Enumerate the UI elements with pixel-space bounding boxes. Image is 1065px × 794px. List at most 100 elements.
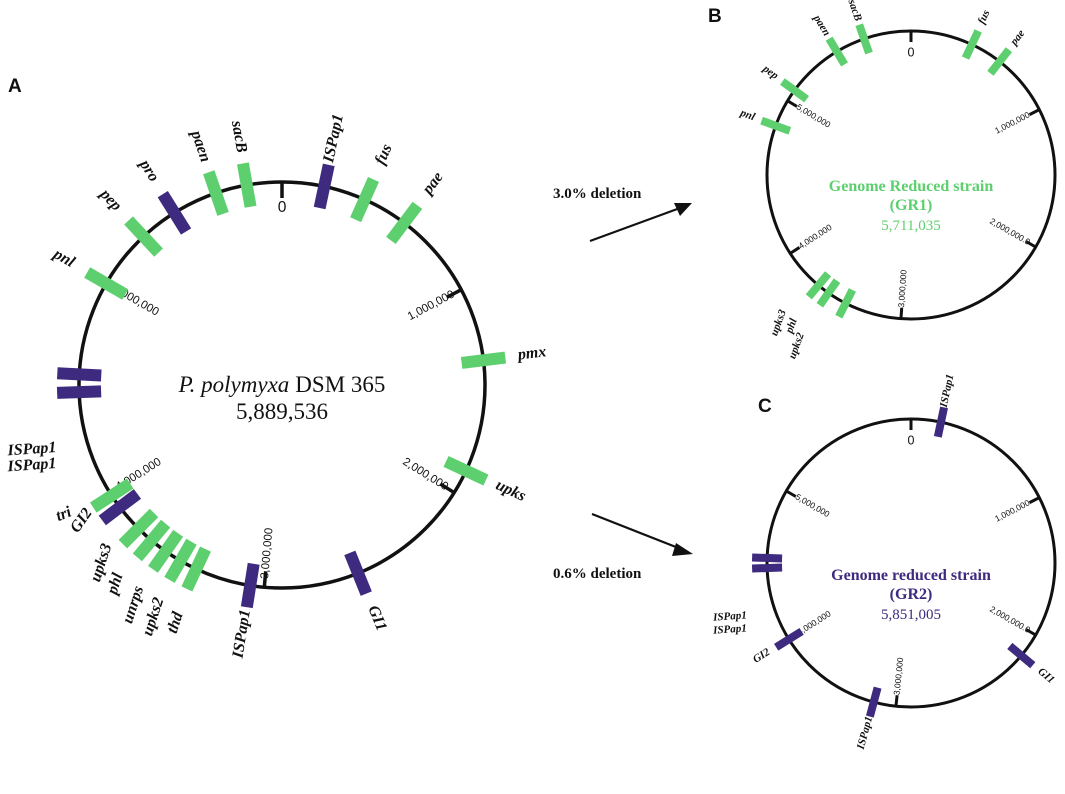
arrow-line-2 [591, 512, 682, 551]
arrow-head-1 [674, 203, 692, 216]
panel-c-strain-code: (GR2) [890, 586, 933, 603]
panel-b-chromosome-circle [765, 29, 1057, 321]
panel-a-gene-label: thd [164, 609, 187, 636]
panel-a-gene-label: pnl [49, 245, 78, 272]
panel-b-tick-mark [899, 307, 904, 319]
panel-a-gene-label: upks [493, 476, 528, 505]
panel-b-gene-label: phl [783, 316, 800, 336]
panel-c-gene-label: ISPap1 [712, 609, 747, 623]
panel-a-gene-bar [203, 170, 229, 216]
panel-c-gene-bar [751, 553, 783, 563]
panel-b-tick-mark [1025, 240, 1037, 249]
panel-b-gene-bar [816, 278, 841, 308]
panel-b-gene-bar [987, 47, 1013, 76]
panel-a-gene-label: upks2 [139, 596, 167, 638]
panel-a-gene-bar [344, 550, 372, 596]
panel-b-letter: B [708, 6, 722, 27]
panel-b-gene-label: sacB [845, 0, 864, 23]
panel-c-gene-label: GI2 [751, 646, 773, 666]
panel-a-gene-label: pep [95, 184, 125, 214]
panel-a-gene-bar [148, 529, 184, 573]
panel-a-gene-label: pro [135, 155, 162, 185]
arrow-head-2 [672, 543, 693, 556]
panel-b-gene-bar [780, 78, 809, 103]
panel-b-strain-code: (GR1) [890, 197, 933, 214]
panel-a-tick-label: 2,000,000 [400, 456, 450, 493]
panel-c-gene-label: GI1 [1035, 665, 1056, 686]
panel-b-tick-label: 1,000,000 [993, 109, 1031, 135]
panel-b-gene-label: pae [1008, 28, 1028, 49]
panel-a-gene-label: tri [53, 503, 74, 525]
panel-c-gene-bar [933, 406, 948, 438]
panel-b-gene-bar [835, 288, 856, 319]
panel-a-gene-bar [56, 367, 102, 382]
panel-a-gene-bar [350, 177, 379, 223]
panel-a-gene-bar [124, 216, 163, 257]
panel-a-gene-label: phl [103, 570, 127, 598]
panel-c-chromosome-circle [765, 417, 1057, 709]
panel-a-gene-label: sacB [228, 118, 251, 154]
panel-a-gene-bar [90, 478, 134, 513]
panel-b-tick-mark [786, 99, 798, 108]
panel-a-tick-mark [439, 482, 456, 495]
panel-a-gene-bar [98, 489, 142, 526]
panel-a-tick-mark [446, 288, 463, 299]
panel-c-gene-label: ISPap1 [712, 622, 747, 636]
panel-a-gene-bar [56, 385, 102, 399]
panel-a-gene-label: ISPap1 [229, 608, 254, 660]
panel-a-gene-bar [132, 519, 171, 562]
panel-c-tick-mark [1028, 496, 1040, 504]
panel-c-genome-map: 01,000,0002,000,000.03,000,0004,000,0005… [712, 373, 1057, 752]
panel-a-gene-bar [157, 191, 192, 235]
panel-a-genome-size: 5,889,536 [236, 399, 328, 424]
panel-c-tick-label: 3,000,000 [891, 657, 905, 696]
panel-c-tick-label: 2,000,000.0 [988, 604, 1032, 635]
panel-a-gene-bar [237, 162, 257, 208]
panel-b-tick-label: 2,000,000.0 [988, 216, 1032, 247]
panel-a-tick-mark [262, 571, 268, 588]
panel-c-gene-label: ISPap1 [938, 373, 957, 409]
panel-a-letter: A [8, 76, 22, 97]
panel-b-gene-bar [961, 29, 982, 60]
panel-a-species: P. polymyxa [178, 372, 290, 397]
panel-a-gene-bar [118, 508, 159, 549]
panel-c-tick-mark [785, 489, 797, 498]
panel-a-gene-label: fus [372, 142, 396, 168]
deletion-label-1: 3.0% deletion [553, 186, 642, 202]
panel-c-tick-mark [894, 695, 899, 707]
panel-b-gene-label: pnl [738, 107, 758, 124]
panel-c-strain-name: Genome reduced strain [831, 567, 991, 584]
panel-c-letter: C [758, 396, 772, 417]
panel-a-gene-label: paen [187, 127, 214, 165]
panel-b-tick-label: 0 [908, 45, 915, 59]
deletion-arrow-1: 3.0% deletion [553, 186, 692, 243]
panel-b-tick-mark [1028, 108, 1040, 116]
panel-b-genome-size: 5,711,035 [881, 218, 940, 234]
panel-a-gene-bar [460, 351, 507, 369]
panel-a-gene-label: ISPap1 [320, 113, 347, 165]
panel-b-tick-mark [789, 246, 801, 255]
panel-c-tick-mark [1025, 628, 1037, 637]
panel-a-gene-bar [313, 163, 335, 210]
panel-c-gene-bar [774, 627, 804, 651]
panel-b-gene-bar [825, 36, 848, 67]
panel-b-gene-label: pep [760, 62, 781, 82]
panel-b-gene-bar [855, 23, 873, 55]
panel-a-gene-label: pmx [515, 343, 547, 364]
panel-c-tick-label: 5,000,000 [794, 492, 832, 520]
panel-b-gene-label: paen [810, 12, 832, 38]
panel-b-tick-label: 5,000,000 [795, 102, 833, 130]
panel-a-gene-bar [386, 201, 423, 245]
panel-a-tick-label: 3,000,000 [259, 527, 275, 579]
panel-b-tick-label: 3,000,000 [896, 269, 909, 308]
panel-a-tick-label: 1,000,000 [406, 288, 457, 323]
panel-a-gene-bar [181, 546, 211, 592]
panel-b-gene-label: upks2 [786, 331, 807, 361]
panel-b-strain-name: Genome Reduced strain [829, 178, 994, 195]
deletion-arrow-2: 0.6% deletion [553, 512, 693, 582]
panel-b-tick-label: 4,000,000 [796, 222, 833, 251]
panel-a-gene-label: ISPap1 [6, 455, 57, 475]
panel-c-tick-label: 0 [908, 433, 915, 447]
panel-a-tick-label: 0 [278, 199, 287, 216]
